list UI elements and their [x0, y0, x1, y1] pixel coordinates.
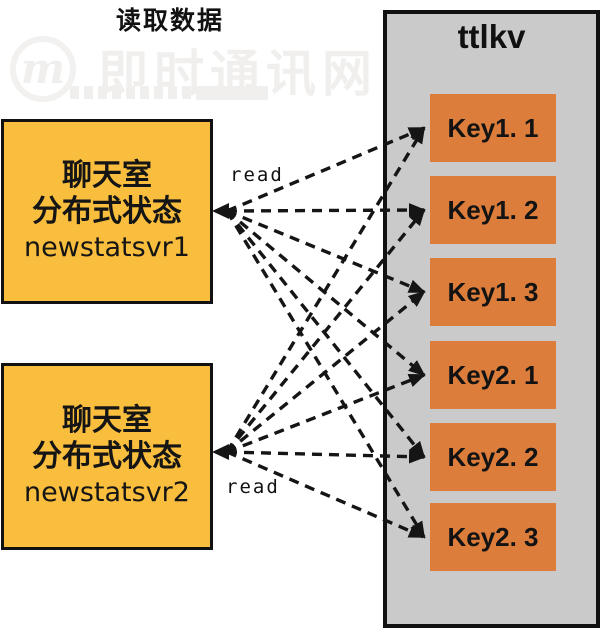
key-label: Key2. 3	[447, 521, 539, 552]
key-label: Key2. 1	[447, 359, 539, 390]
watermark: m 即时通讯网	[4, 34, 404, 106]
key-label: Key1. 1	[447, 112, 539, 143]
page-title: 读取数据	[116, 7, 225, 35]
server2-hostname: newstatsvr2	[24, 476, 190, 508]
server1-name-line2: 分布式状态	[32, 194, 182, 228]
key-label: Key2. 2	[447, 441, 539, 472]
key-box-key2-3: Key2. 3	[430, 503, 556, 571]
watermark-site-name: 即时通讯网	[98, 46, 378, 102]
key-label: Key1. 3	[447, 276, 539, 307]
key-box-key2-2: Key2. 2	[430, 423, 556, 491]
key-box-key1-2: Key1. 2	[430, 176, 556, 244]
store-title: ttlkv	[457, 18, 526, 55]
key-box-key2-1: Key2. 1	[430, 341, 556, 409]
server-box-newstatsvr1: 聊天室 分布式状态 newstatsvr1	[1, 119, 213, 304]
server1-hostname: newstatsvr1	[24, 231, 190, 263]
arrowhead-into-server1	[212, 203, 229, 219]
watermark-tagline	[70, 86, 192, 99]
arrowhead-into-server2	[212, 444, 229, 460]
watermark-logo-letter: m	[20, 44, 66, 93]
key-label: Key1. 2	[447, 194, 539, 225]
server1-name-line1: 聊天室	[62, 158, 152, 192]
server-box-newstatsvr2: 聊天室 分布式状态 newstatsvr2	[1, 363, 213, 550]
read-label-2: read	[226, 476, 280, 498]
watermark-logo-circle-icon: m	[10, 36, 76, 102]
server2-name-line1: 聊天室	[62, 403, 152, 437]
key-box-key1-3: Key1. 3	[430, 258, 556, 326]
read-label-1: read	[230, 164, 284, 186]
watermark-tagline-badge	[196, 86, 268, 100]
key-box-key1-1: Key1. 1	[430, 94, 556, 162]
server2-name-line2: 分布式状态	[32, 439, 182, 473]
